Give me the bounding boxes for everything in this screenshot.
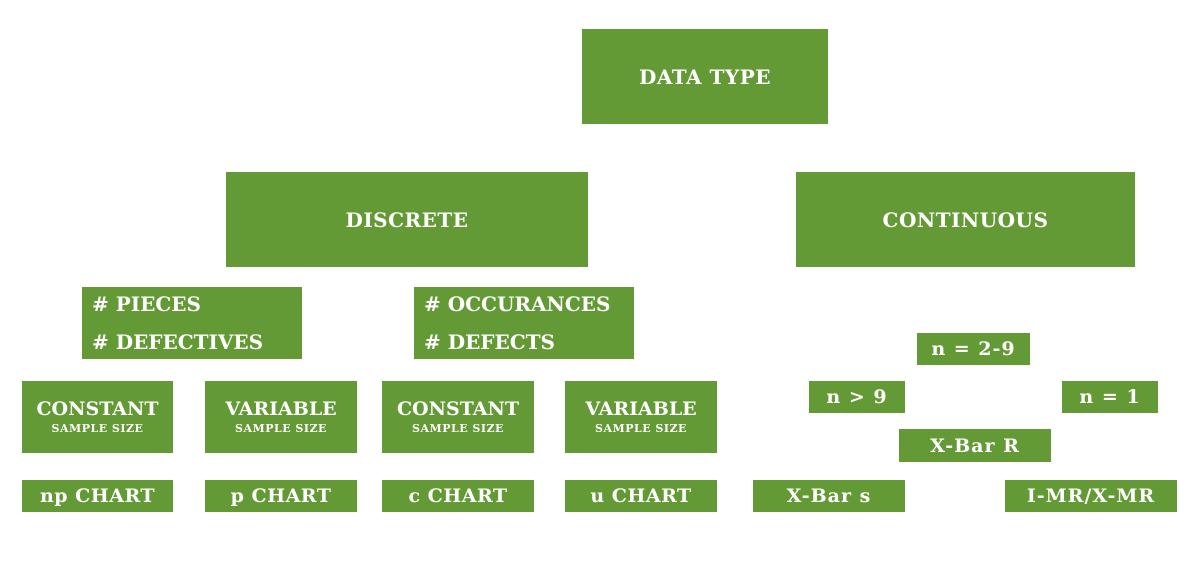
np-chart-label: np CHART <box>39 485 156 507</box>
n-2-9-box: n = 2-9 <box>917 333 1030 365</box>
imr-xmr-label: I-MR/X-MR <box>1026 485 1156 507</box>
data-type-label: DATA TYPE <box>639 64 771 89</box>
n-gt-9-label: n > 9 <box>826 386 888 408</box>
n-eq-1-label: n = 1 <box>1079 386 1141 408</box>
sample-size-sub-label: SAMPLE SIZE <box>235 422 327 435</box>
n-2-9-label: n = 2-9 <box>931 338 1016 360</box>
defects-label: # DEFECTS <box>424 330 555 354</box>
constant-sample-size-box-np: CONSTANT SAMPLE SIZE <box>22 381 173 453</box>
variable-sample-size-box-u: VARIABLE SAMPLE SIZE <box>565 381 717 453</box>
sample-size-main-label: VARIABLE <box>585 398 697 420</box>
pieces-defectives-box: # PIECES # DEFECTIVES <box>82 287 302 359</box>
u-chart-label: u CHART <box>590 485 692 507</box>
imr-xmr-box: I-MR/X-MR <box>1005 480 1177 512</box>
occurances-defects-box: # OCCURANCES # DEFECTS <box>414 287 634 359</box>
xbar-s-label: X-Bar s <box>786 485 872 507</box>
constant-sample-size-box-c: CONSTANT SAMPLE SIZE <box>382 381 534 453</box>
sample-size-main-label: CONSTANT <box>36 398 159 420</box>
continuous-box: CONTINUOUS <box>796 172 1135 267</box>
discrete-label: DISCRETE <box>345 207 469 232</box>
variable-sample-size-box-p: VARIABLE SAMPLE SIZE <box>205 381 357 453</box>
sample-size-main-label: CONSTANT <box>396 398 520 420</box>
sample-size-main-label: VARIABLE <box>225 398 337 420</box>
defectives-label: # DEFECTIVES <box>92 330 264 354</box>
discrete-box: DISCRETE <box>226 172 588 267</box>
continuous-label: CONTINUOUS <box>882 207 1049 232</box>
c-chart-box: c CHART <box>382 480 534 512</box>
sample-size-sub-label: SAMPLE SIZE <box>51 422 144 435</box>
data-type-box: DATA TYPE <box>582 29 828 124</box>
u-chart-box: u CHART <box>565 480 717 512</box>
np-chart-box: np CHART <box>22 480 173 512</box>
xbar-r-label: X-Bar R <box>930 434 1020 457</box>
sample-size-sub-label: SAMPLE SIZE <box>595 422 687 435</box>
n-eq-1-box: n = 1 <box>1062 381 1158 413</box>
sample-size-sub-label: SAMPLE SIZE <box>412 422 504 435</box>
n-gt-9-box: n > 9 <box>809 381 905 413</box>
occurances-label: # OCCURANCES <box>424 292 611 316</box>
pieces-label: # PIECES <box>92 292 201 316</box>
p-chart-box: p CHART <box>205 480 357 512</box>
c-chart-label: c CHART <box>408 485 508 507</box>
p-chart-label: p CHART <box>230 485 332 507</box>
xbar-r-box: X-Bar R <box>899 429 1051 462</box>
xbar-s-box: X-Bar s <box>753 480 905 512</box>
